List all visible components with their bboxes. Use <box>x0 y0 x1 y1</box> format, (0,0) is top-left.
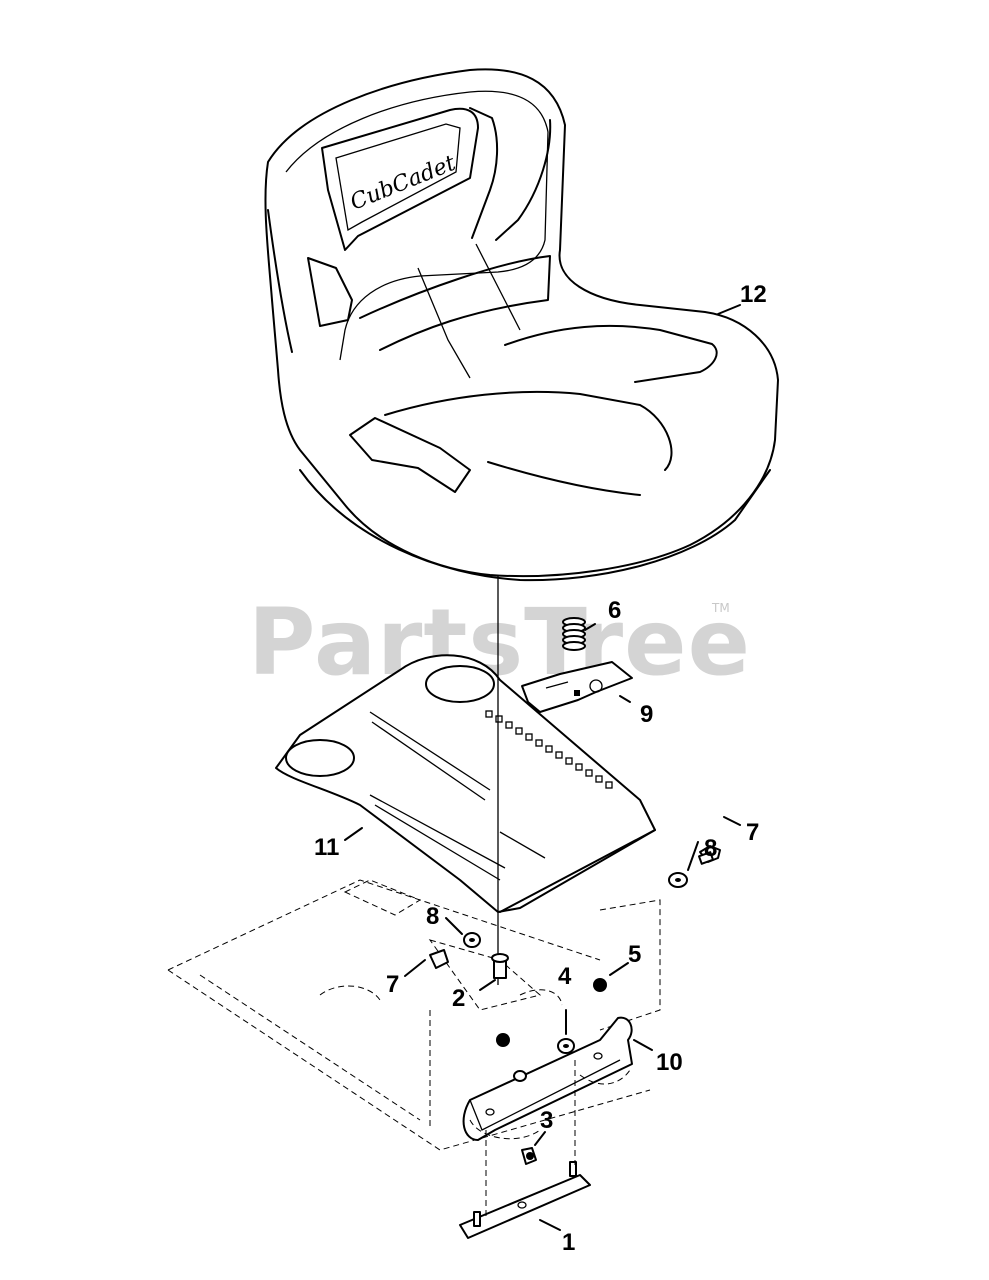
leader-lines <box>344 304 741 1231</box>
spring <box>562 617 586 651</box>
washer-4 <box>557 1038 575 1054</box>
callout-7-right: 7 <box>746 819 759 846</box>
callout-9: 9 <box>640 701 653 728</box>
callout-8-left: 8 <box>426 903 439 930</box>
shoulder-bolt-2 <box>491 953 509 979</box>
mounting-deck-phantom <box>167 879 661 1151</box>
callouts: 12 6 9 7 8 11 8 7 2 4 5 10 3 1 <box>314 281 767 1256</box>
seat-pan <box>275 654 656 913</box>
bolt-7-left <box>429 949 449 969</box>
bolt-7-right <box>697 845 721 865</box>
callout-3: 3 <box>540 1107 553 1134</box>
nut-5 <box>593 978 607 992</box>
seat-brand-logo: CubCadet <box>347 151 459 216</box>
callout-11: 11 <box>314 834 339 861</box>
callout-8-right: 8 <box>704 835 717 862</box>
watermark-trademark: TM <box>711 601 730 615</box>
callout-2: 2 <box>452 985 465 1012</box>
seat-latch <box>521 661 633 713</box>
nut-dark <box>496 1033 510 1047</box>
callout-5: 5 <box>628 941 641 968</box>
washer-8-right <box>668 872 688 888</box>
callout-7-left: 7 <box>386 971 399 998</box>
callout-10: 10 <box>656 1049 683 1076</box>
seat-adjust-slots <box>485 710 613 789</box>
washer-8-left <box>463 932 481 948</box>
bolt-3 <box>521 1147 537 1165</box>
callout-1: 1 <box>562 1229 575 1256</box>
callout-12: 12 <box>740 281 767 308</box>
bottom-plate <box>459 1161 591 1239</box>
callout-6: 6 <box>608 597 621 624</box>
seat: CubCadet <box>264 68 779 582</box>
seat-bracket <box>462 1016 633 1141</box>
callout-4: 4 <box>558 963 572 990</box>
